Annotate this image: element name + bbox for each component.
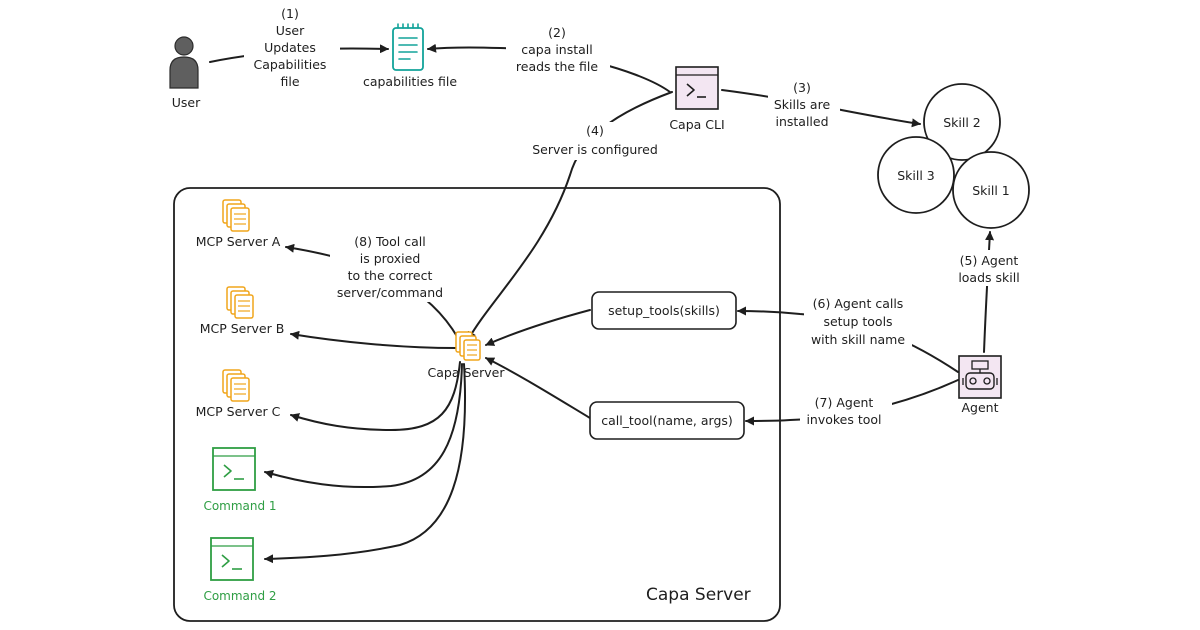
edge-label-4-line-2: Server is configured (532, 142, 658, 157)
edge-label-6-line-1: (6) Agent calls (813, 296, 904, 311)
edge-label-6: (6) Agent calls setup tools with skill n… (804, 294, 912, 348)
command-1-node: Command 1 (203, 447, 277, 513)
edge-label-1-line-4: Capabilities (254, 57, 327, 72)
server-icon (222, 369, 250, 402)
server-icon (222, 199, 250, 232)
capa-server-node: Capa Server (428, 331, 506, 380)
server-icon (455, 331, 481, 361)
agent-node: Agent (958, 355, 1002, 415)
edge-label-1-line-1: (1) (281, 6, 299, 21)
server-icon (226, 286, 254, 319)
edge-label-6-line-2: setup tools (823, 314, 892, 329)
skill-2-node: Skill 2 (923, 83, 1001, 161)
mcp-server-a-node: MCP Server A (196, 199, 281, 249)
command-1-label: Command 1 (203, 499, 276, 513)
edge-label-5-line-1: (5) Agent (960, 253, 1019, 268)
user-node: User (169, 36, 201, 110)
edge-label-8-line-4: server/command (337, 285, 443, 300)
edge-label-3-line-2: Skills are (774, 97, 831, 112)
edge-cli-configures-server (467, 91, 673, 341)
edge-label-7-line-1: (7) Agent (815, 395, 874, 410)
edge-label-3: (3) Skills are installed (768, 78, 840, 130)
edge-label-3-line-3: installed (775, 114, 828, 129)
edge-label-7-line-2: invokes tool (806, 412, 881, 427)
mcp-server-c-label: MCP Server C (196, 404, 281, 419)
skill-2-label: Skill 2 (943, 115, 981, 130)
capabilities-file-node: capabilities file (363, 23, 457, 89)
call-tool-label: call_tool(name, args) (601, 413, 733, 428)
edge-setup-tools-to-server (485, 309, 591, 346)
robot-icon (958, 355, 1002, 399)
command-2-node: Command 2 (203, 537, 277, 603)
edge-label-2: (2) capa install reads the file (506, 22, 610, 74)
file-icon (392, 23, 424, 71)
capa-server-container-label: Capa Server (646, 585, 751, 605)
edge-server-to-command-1 (264, 363, 463, 489)
capa-server-node-label: Capa Server (428, 365, 506, 380)
mcp-server-b-node: MCP Server B (200, 286, 285, 336)
edge-label-2-line-1: (2) (548, 25, 566, 40)
terminal-icon (212, 447, 256, 491)
user-icon (169, 36, 199, 89)
edge-label-1-line-2: User (276, 23, 305, 38)
edge-label-4: (4) Server is configured (526, 122, 666, 160)
edge-label-7: (7) Agent invokes tool (800, 394, 892, 430)
edge-label-2-line-2: capa install (521, 42, 593, 57)
skill-1-label: Skill 1 (972, 183, 1010, 198)
edge-server-to-mcp-c (290, 361, 461, 432)
edge-label-4-line-1: (4) (586, 123, 604, 138)
capa-cli-label: Capa CLI (669, 117, 724, 132)
terminal-icon (675, 66, 719, 110)
edge-server-to-command-2 (264, 363, 467, 564)
call-tool-node: call_tool(name, args) (589, 401, 745, 440)
edge-label-8: (8) Tool call is proxied to the correct … (330, 232, 450, 302)
capabilities-file-label: capabilities file (363, 74, 457, 89)
skill-3-label: Skill 3 (897, 168, 935, 183)
edge-label-8-line-3: to the correct (348, 268, 433, 283)
edge-label-1-line-3: Updates (264, 40, 316, 55)
edge-server-to-mcp-b (290, 330, 457, 349)
edge-label-8-line-2: is proxied (360, 251, 421, 266)
edge-label-5-line-2: loads skill (958, 270, 1019, 285)
mcp-server-a-label: MCP Server A (196, 234, 281, 249)
agent-label: Agent (962, 400, 999, 415)
edge-label-5: (5) Agent loads skill (952, 250, 1026, 286)
setup-tools-node: setup_tools(skills) (591, 291, 737, 330)
user-label: User (172, 95, 201, 110)
skill-1-node: Skill 1 (952, 151, 1030, 229)
edge-label-1-line-5: file (280, 74, 299, 89)
capa-cli-node: Capa CLI (669, 66, 725, 132)
mcp-server-c-node: MCP Server C (196, 369, 281, 419)
edge-agent-loads-skill (983, 231, 995, 353)
edge-label-6-line-3: with skill name (811, 332, 905, 347)
mcp-server-b-label: MCP Server B (200, 321, 285, 336)
terminal-icon (210, 537, 254, 581)
edge-label-3-line-1: (3) (793, 80, 811, 95)
edge-label-1: (1) User Updates Capabilities file (244, 4, 340, 90)
command-2-label: Command 2 (203, 589, 276, 603)
capa-server-container (173, 187, 781, 622)
edge-label-2-line-3: reads the file (516, 59, 598, 74)
edge-label-8-line-1: (8) Tool call (354, 234, 425, 249)
edge-call-tool-to-server (485, 357, 591, 419)
skill-3-node: Skill 3 (877, 136, 955, 214)
setup-tools-label: setup_tools(skills) (608, 303, 720, 318)
